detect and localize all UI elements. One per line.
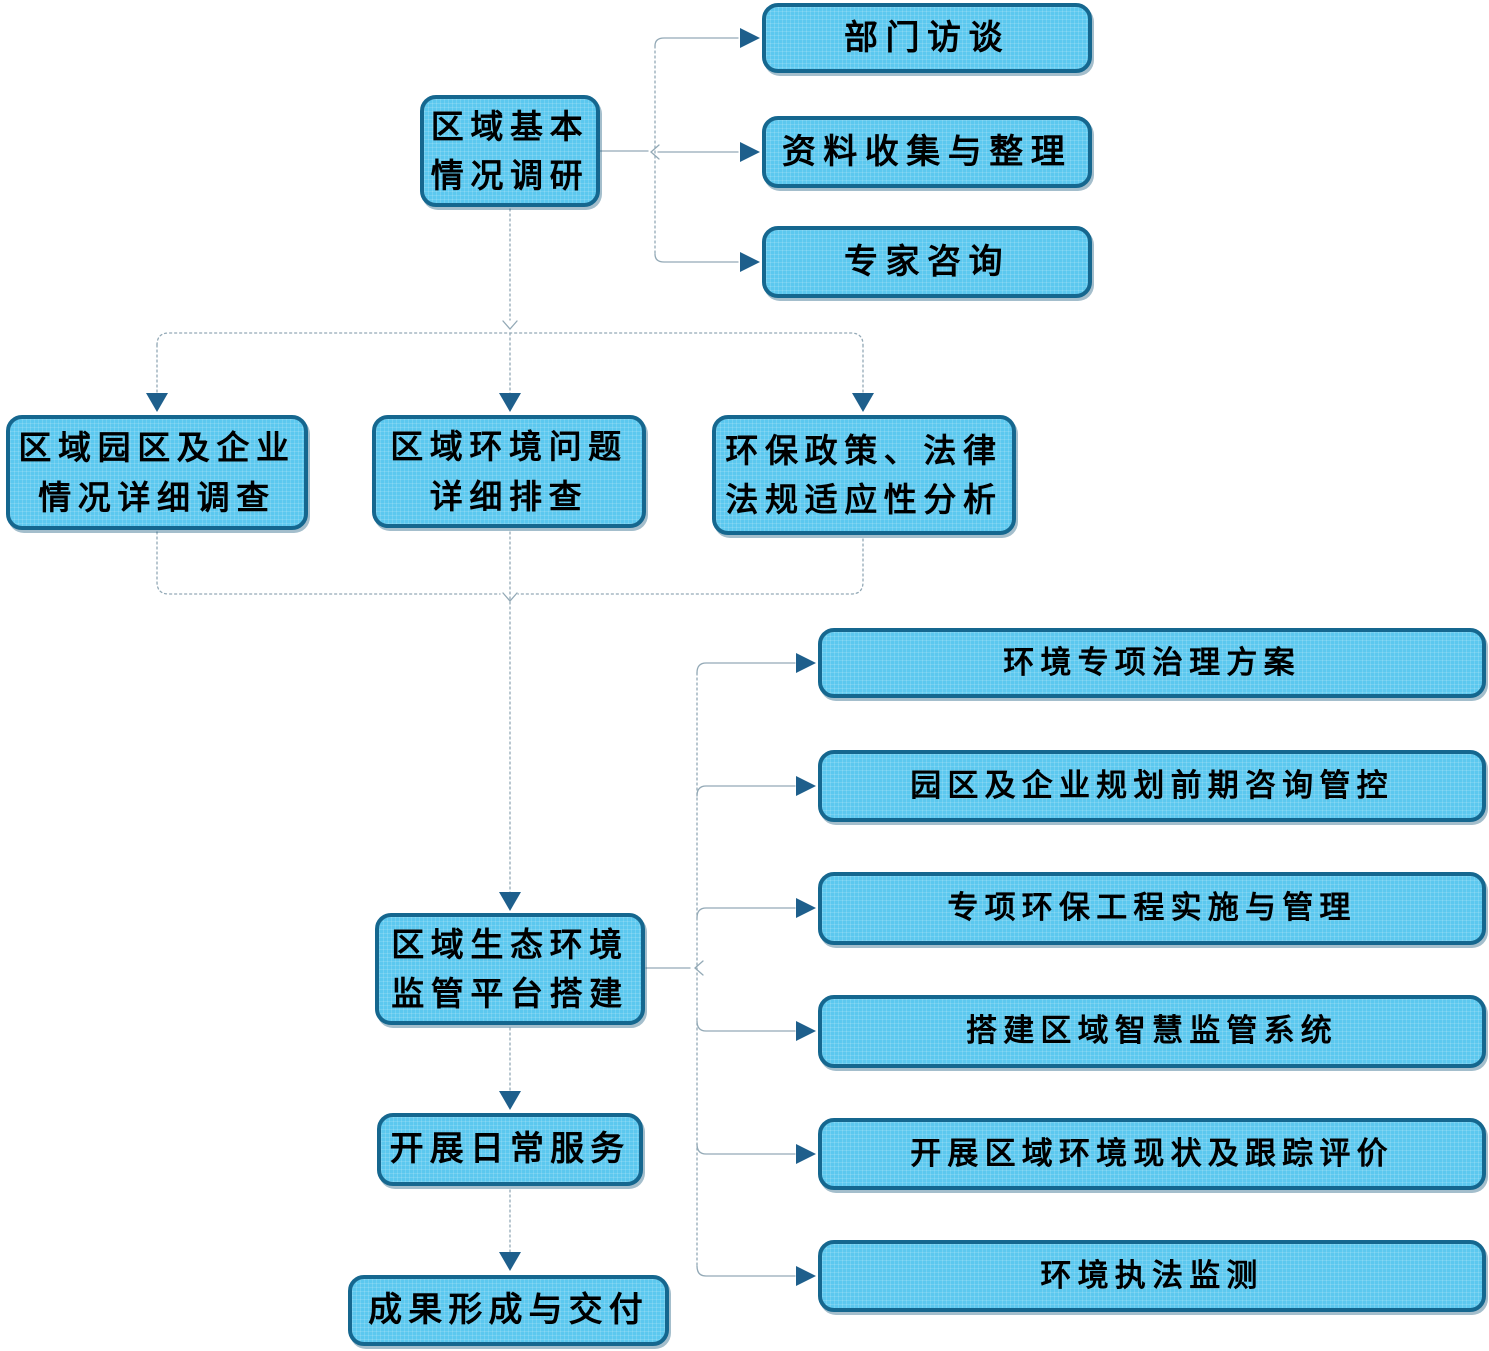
junction-distribute (502, 320, 518, 330)
node-data-collection: 资料收集与整理 (762, 116, 1092, 188)
connector-merge-left (156, 531, 501, 595)
node-deliverables: 成果形成与交付 (348, 1275, 669, 1346)
arrow-right-output-4 (796, 1021, 816, 1041)
connector-output-3 (696, 907, 796, 919)
arrow-right-method-1 (740, 28, 760, 48)
arrow-right-method-2 (740, 142, 760, 162)
arrow-right-output-5 (796, 1144, 816, 1164)
connector-output-1 (696, 662, 796, 674)
arrow-down-env-issue (499, 393, 521, 412)
junction-platform (694, 960, 704, 976)
arrow-right-output-1 (796, 653, 816, 673)
arrow-right-method-3 (740, 252, 760, 272)
arrow-down-results (499, 1252, 521, 1271)
connector-output-5 (696, 1143, 796, 1155)
node-data-collection-label: 资料收集与整理 (781, 131, 1073, 172)
connector-output-6 (696, 1265, 796, 1277)
connector-method-3 (654, 253, 739, 263)
node-planning-consult-control-label: 园区及企业规划前期咨询管控 (910, 767, 1394, 804)
node-env-project-management-label: 专项环保工程实施与管理 (947, 890, 1357, 927)
node-supervision-platform: 区域生态环境 监管平台搭建 (375, 913, 645, 1025)
junction-research (650, 144, 660, 160)
node-deliverables-label: 成果形成与交付 (368, 1290, 649, 1331)
node-env-status-tracking-eval: 开展区域环境现状及跟踪评价 (818, 1118, 1486, 1190)
node-env-issue-screening: 区域环境问题 详细排查 (372, 415, 646, 528)
connector-lines (156, 37, 864, 1277)
node-daily-service: 开展日常服务 (377, 1113, 643, 1186)
connector-merge-right (517, 538, 864, 595)
node-park-enterprise-survey-label: 区域园区及企业 情况详细调查 (18, 428, 296, 517)
node-supervision-platform-label: 区域生态环境 监管平台搭建 (391, 924, 629, 1014)
arrow-down-policy (852, 393, 874, 412)
node-basic-research: 区域基本 情况调研 (420, 95, 600, 207)
node-park-enterprise-survey: 区域园区及企业 情况详细调查 (6, 415, 308, 530)
node-policy-analysis-label: 环保政策、法律 法规适应性分析 (725, 430, 1003, 520)
arrow-down-platform (499, 892, 521, 911)
arrow-right-output-2 (796, 776, 816, 796)
arrowheads (146, 28, 874, 1286)
node-special-treatment-plan: 环境专项治理方案 (818, 628, 1486, 698)
connector-output-4 (696, 1020, 796, 1032)
arrow-right-output-6 (796, 1266, 816, 1286)
node-policy-analysis: 环保政策、法律 法规适应性分析 (712, 415, 1016, 535)
arrow-down-park-survey (146, 393, 168, 412)
node-expert-consult-label: 专家咨询 (844, 241, 1010, 282)
node-env-status-tracking-eval-label: 开展区域环境现状及跟踪评价 (910, 1135, 1394, 1172)
junction-merge (502, 592, 518, 602)
node-smart-supervision-system: 搭建区域智慧监管系统 (818, 995, 1486, 1068)
node-expert-consult: 专家咨询 (762, 226, 1092, 298)
node-env-law-enforcement-monitoring: 环境执法监测 (818, 1240, 1486, 1312)
connector-method-1 (654, 37, 739, 47)
node-daily-service-label: 开展日常服务 (389, 1129, 631, 1170)
connector-output-2 (696, 785, 796, 797)
arrow-down-daily-service (499, 1091, 521, 1110)
node-dept-interview: 部门访谈 (762, 3, 1092, 73)
node-env-law-enforcement-monitoring-label: 环境执法监测 (1040, 1257, 1264, 1294)
node-env-issue-screening-label: 区域环境问题 详细排查 (390, 427, 628, 516)
node-dept-interview-label: 部门访谈 (844, 17, 1010, 58)
node-env-project-management: 专项环保工程实施与管理 (818, 872, 1486, 945)
node-smart-supervision-system-label: 搭建区域智慧监管系统 (966, 1013, 1338, 1050)
node-special-treatment-plan-label: 环境专项治理方案 (1003, 644, 1301, 681)
arrow-right-output-3 (796, 898, 816, 918)
node-planning-consult-control: 园区及企业规划前期咨询管控 (818, 750, 1486, 822)
node-basic-research-label: 区域基本 情况调研 (430, 106, 590, 196)
